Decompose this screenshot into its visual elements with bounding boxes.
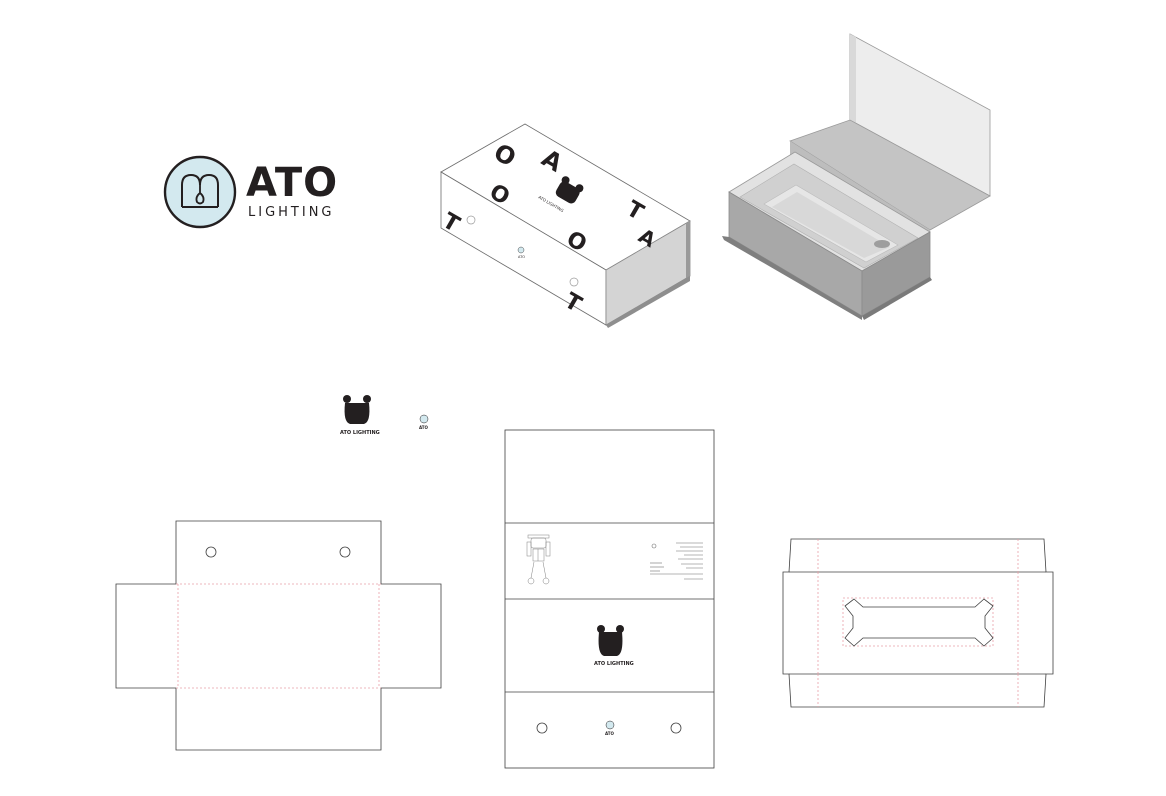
mini-logo-sample: ATO: [419, 414, 429, 430]
closed-box: O A T O A O ATO LIGHTING T ATO T: [438, 123, 691, 328]
open-box: [722, 33, 991, 320]
mini-logo-front: ATO: [517, 246, 525, 259]
brand-label-panel: ATO LIGHTING: [594, 661, 634, 667]
magnet-hole-1: [205, 546, 217, 558]
bear-mark-panel: ATO LIGHTING: [594, 625, 634, 667]
lamp-emblem-icon: [163, 155, 237, 229]
magnet-hole-3: [536, 722, 548, 734]
magnet-hole-2: [339, 546, 351, 558]
mini-logo-panel: ATO: [605, 720, 615, 736]
robot-sketch: [526, 534, 551, 585]
svg-text:ATO: ATO: [518, 255, 525, 259]
svg-text:ATO: ATO: [605, 731, 615, 736]
insert-cutout: [844, 598, 994, 647]
svg-text:ATO: ATO: [419, 425, 429, 430]
ato-lighting-logo: ATO LIGHTING: [162, 155, 362, 235]
bear-mark-top: [555, 176, 584, 204]
dieline-tray: [115, 520, 442, 751]
magnet-hole-4: [670, 722, 682, 734]
logo-title: ATO: [246, 160, 339, 206]
dieline-insert: [782, 538, 1054, 708]
brand-label-sample: ATO LIGHTING: [340, 430, 380, 436]
dieline-wrap: ATO LIGHTING ATO: [504, 429, 715, 769]
bear-mark-sample: ATO LIGHTING: [340, 395, 380, 436]
logo-subtitle: LIGHTING: [248, 205, 335, 220]
spec-text-block: [650, 542, 703, 580]
